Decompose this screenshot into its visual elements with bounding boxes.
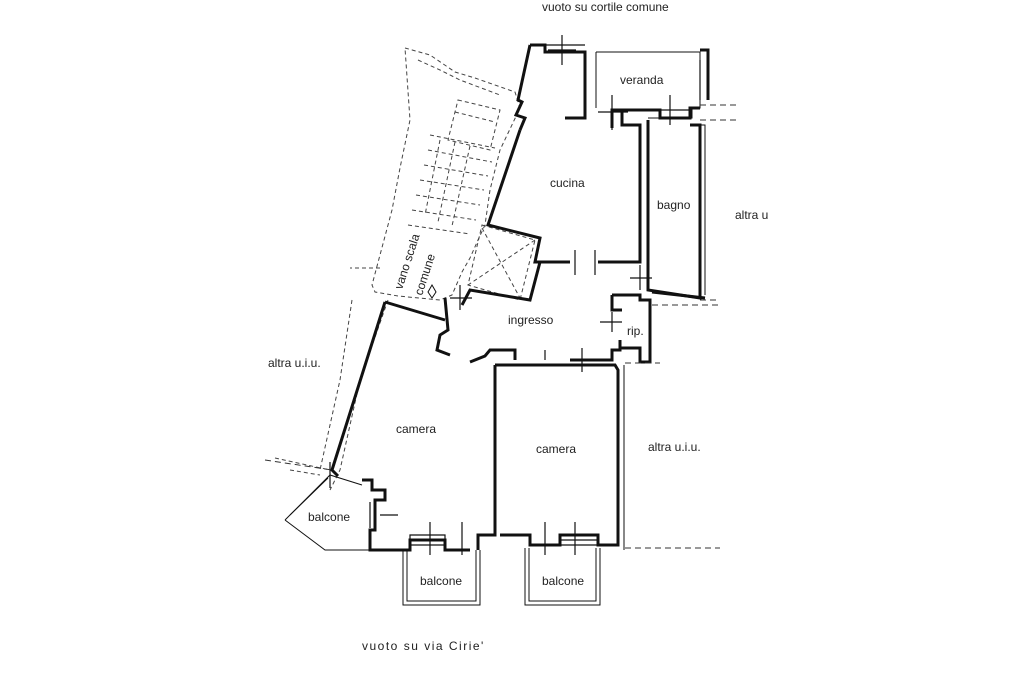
label-balcone-mid: balcone <box>420 574 462 588</box>
label-camera-left: camera <box>396 422 436 436</box>
label-balcone-right: balcone <box>542 574 584 588</box>
label-veranda: veranda <box>620 73 664 87</box>
label-altra-right: altra u.i.u. <box>648 440 701 454</box>
label-comune: comune <box>412 252 439 297</box>
boundaries <box>264 104 738 549</box>
label-rip: rip. <box>627 324 644 338</box>
label-bottom: vuoto su via Cirie' <box>362 639 485 653</box>
label-camera-right: camera <box>536 442 576 456</box>
label-bagno: bagno <box>657 198 691 212</box>
balconies <box>402 548 601 606</box>
walls <box>284 43 710 552</box>
label-cucina: cucina <box>550 176 585 190</box>
label-top: vuoto su cortile comune <box>542 0 669 14</box>
label-altra-left: altra u.i.u. <box>268 356 321 370</box>
label-altra-right-top: altra u <box>735 208 768 222</box>
windows <box>409 44 701 546</box>
door-marks <box>329 35 671 555</box>
label-ingresso: ingresso <box>508 313 554 327</box>
label-balcone-left: balcone <box>308 510 350 524</box>
